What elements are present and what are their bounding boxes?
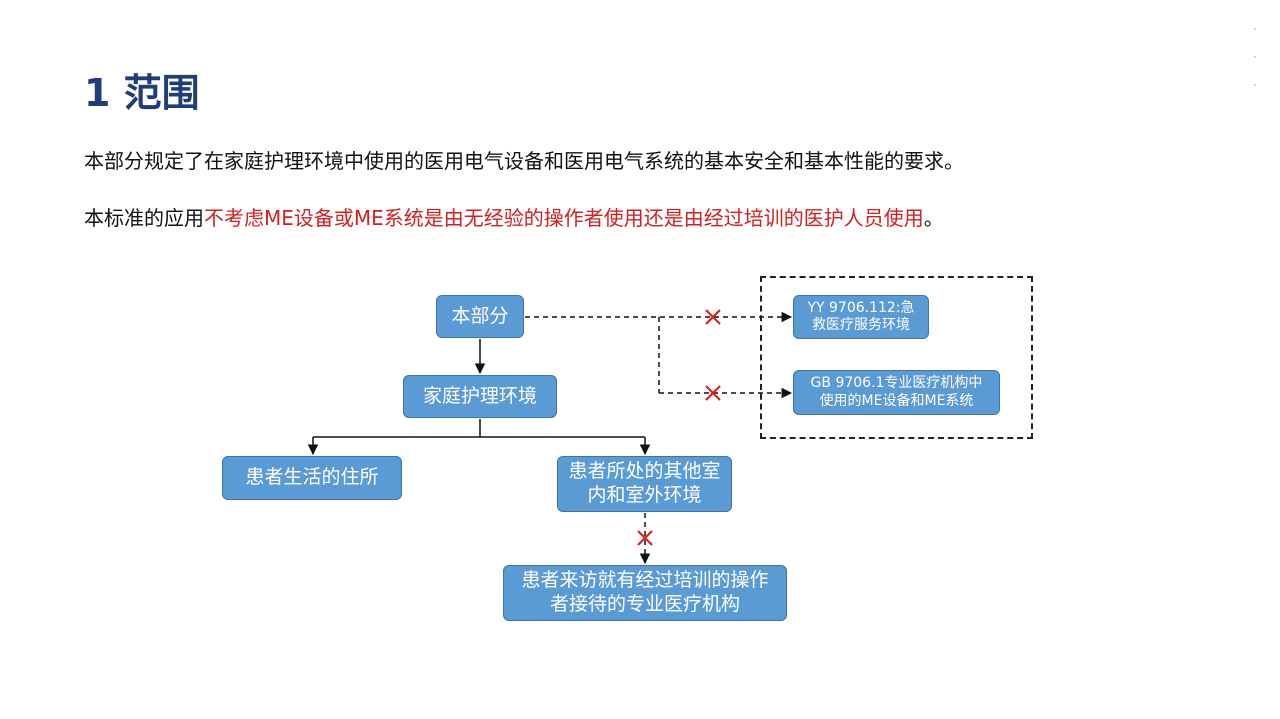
exclusion-cross-gb [705,385,721,401]
exclusion-cross-yy [705,309,721,325]
exclusion-cross-facility [637,530,653,546]
node-patient-residence: 患者生活的住所 [222,456,402,500]
page-title: 1 范围 [84,71,200,115]
decorative-dots [1254,28,1258,98]
node-gb-standard: GB 9706.1专业医疗机构中使用的ME设备和ME系统 [793,370,1000,415]
node-this-part: 本部分 [436,295,524,338]
node-yy-standard: YY 9706.112:急救医疗服务环境 [793,295,929,339]
scope-paragraph-2: 本标准的应用不考虑ME设备或ME系统是由无经验的操作者使用还是由经过培训的医护人… [84,202,944,231]
node-other-environments: 患者所处的其他室内和室外环境 [557,456,732,512]
excluded-standards-frame [760,276,1033,439]
paragraph-2-tail: 。 [923,206,944,230]
decor-dot [1254,28,1256,30]
scope-paragraph-1: 本部分规定了在家庭护理环境中使用的医用电气设备和医用电气系统的基本安全和基本性能… [84,149,964,173]
decor-dot [1254,56,1256,58]
paragraph-2-highlight: 不考虑ME设备或ME系统是由无经验的操作者使用还是由经过培训的医护人员使用 [204,206,924,230]
decor-dot [1254,84,1256,86]
node-professional-facility: 患者来访就有经过培训的操作者接待的专业医疗机构 [503,565,787,621]
paragraph-2-lead: 本标准的应用 [84,206,204,230]
node-home-care-environment: 家庭护理环境 [403,375,557,418]
